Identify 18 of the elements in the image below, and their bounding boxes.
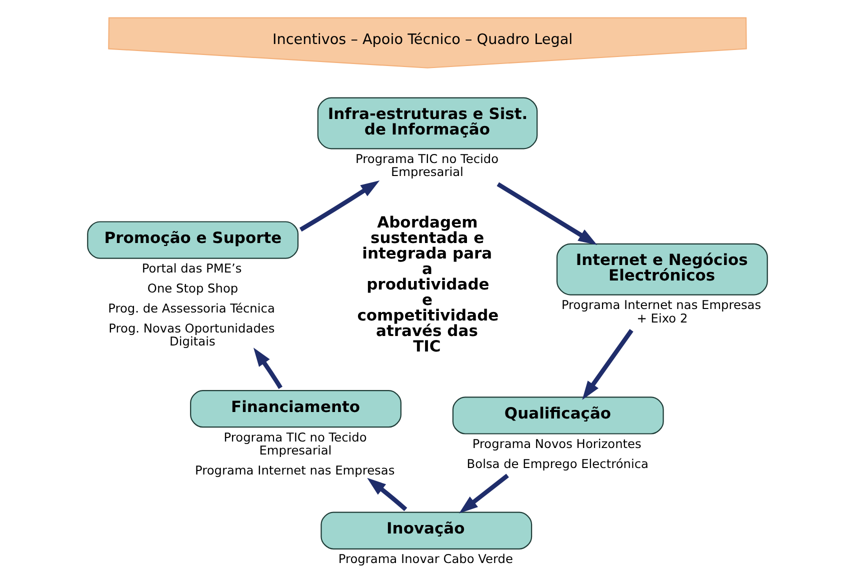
- node-label: One Stop Shop: [147, 281, 238, 296]
- node-label: Programa Internet nas Empresas + Eixo 2: [561, 298, 762, 326]
- node-label: Programa Novos Horizontes: [472, 436, 642, 451]
- node-label: Prog. Novas Oportunidades Digitais: [108, 321, 275, 349]
- arrow: [582, 329, 634, 400]
- node-label: Programa TIC no Tecido Empresarial: [356, 152, 499, 180]
- node-label: Programa Internet nas Empresas: [195, 463, 395, 478]
- arrow: [367, 478, 408, 512]
- node-label: Portal das PME’s: [142, 261, 242, 276]
- node-label: Programa Inovar Cabo Verde: [338, 552, 514, 566]
- node-label: Prog. de Assessoria Técnica: [108, 301, 275, 316]
- node-label: Bolsa de Emprego Electrónica: [466, 456, 649, 471]
- label: Abordagem sustentada e integrada para a produtividade e competitividade através das TIC: [357, 214, 499, 356]
- arrow: [496, 182, 598, 245]
- arrow: [253, 348, 282, 389]
- arrow: [299, 180, 380, 232]
- node-label: Programa TIC no Tecido Empresarial: [224, 430, 367, 458]
- arrow: [459, 474, 509, 514]
